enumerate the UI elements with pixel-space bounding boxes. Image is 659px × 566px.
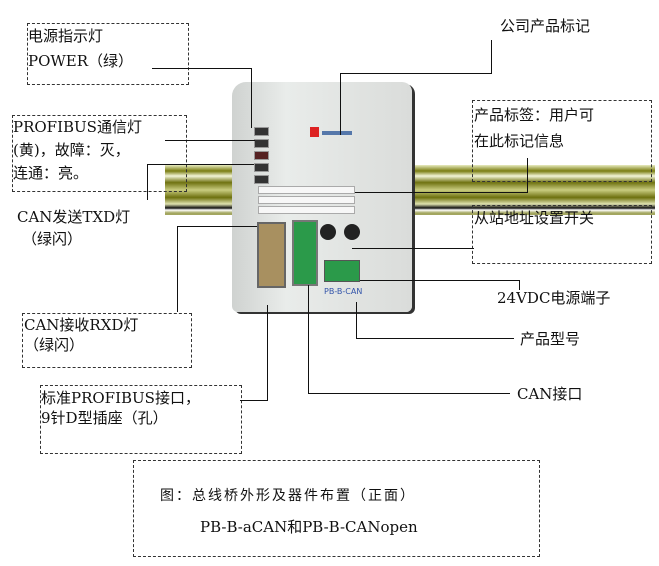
model-label: 产品型号 (520, 330, 581, 348)
label-strip (258, 206, 355, 214)
power-label-1: 电源指示灯 (28, 27, 104, 45)
leader-rxd (177, 226, 257, 227)
caption-line-2: PB-B-aCAN和PB-B-CANopen (200, 518, 418, 536)
can-terminal-block (292, 220, 318, 286)
leader-dsub (267, 305, 268, 400)
leader-txd (147, 164, 148, 200)
power-led-callout-box (27, 23, 189, 85)
power-terminal-block (324, 260, 360, 282)
txd-led (254, 163, 269, 172)
can-port-label: CAN接口 (517, 385, 583, 403)
leader-rxd (177, 226, 178, 312)
leader-company (340, 73, 492, 74)
leader-address-switch (352, 248, 474, 249)
leader-txd (147, 164, 254, 165)
error-led (254, 151, 269, 160)
rxd-label-2: （绿闪） (24, 336, 85, 354)
label-strip (258, 186, 355, 194)
label-strip (258, 196, 355, 204)
power-terminal-label: 24VDC电源端子 (497, 289, 611, 307)
product-tag-callout-box (472, 100, 652, 182)
leader-model (356, 302, 357, 338)
leader-model (356, 338, 514, 339)
leader-company (340, 73, 341, 135)
leader-power (152, 68, 252, 69)
address-switch-label: 从站地址设置开关 (474, 209, 595, 227)
company-name-mark (322, 131, 352, 135)
profibus-label-1: PROFIBUS通信灯 (13, 118, 142, 136)
profibus-led-callout-box (12, 115, 187, 192)
address-switch-x10 (320, 224, 336, 240)
address-switch-callout-box (472, 205, 652, 264)
caption-line-1: 图：总线桥外形及器件布置（正面） (160, 488, 416, 504)
rxd-led-callout-box (22, 313, 192, 368)
tag-label-1: 产品标签：用户可 (474, 106, 595, 124)
address-switch-x1 (344, 224, 360, 240)
company-mark-label: 公司产品标记 (500, 17, 591, 35)
dsub-label-2: 9针D型插座（孔） (41, 409, 168, 427)
leader-dsub (240, 400, 268, 401)
profibus-label-3: 连通：亮。 (13, 164, 89, 182)
leader-can (308, 393, 510, 394)
leader-profibus (165, 140, 255, 141)
power-label-2: POWER（绿） (28, 52, 134, 70)
leader-power-terminal (360, 280, 520, 281)
dsub-connector (257, 222, 286, 288)
caption-box (133, 460, 540, 557)
power-led (254, 127, 269, 136)
txd-label-2: （绿闪） (22, 230, 83, 248)
rxd-led (254, 175, 269, 184)
dsub-callout-box (40, 385, 242, 454)
leader-power (251, 68, 252, 128)
profibus-led (254, 139, 269, 148)
leader-can (308, 285, 309, 393)
model-text: PB-B-CAN (324, 287, 363, 296)
leader-tag (527, 158, 528, 192)
txd-label-1: CAN发送TXD灯 (17, 208, 131, 226)
leader-company (491, 40, 492, 73)
leader-tag (355, 192, 528, 193)
profibus-label-2: (黄)，故障：灭， (13, 141, 130, 159)
dsub-label-1: 标准PROFIBUS接口， (41, 389, 200, 407)
tag-label-2: 在此标记信息 (474, 132, 565, 150)
leader-power-terminal (519, 280, 520, 290)
company-logo-icon (310, 127, 319, 137)
rxd-label-1: CAN接收RXD灯 (24, 316, 139, 334)
